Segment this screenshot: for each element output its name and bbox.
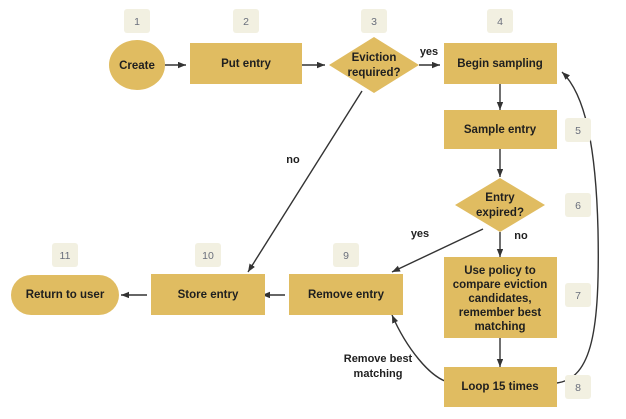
badge-1-label: 1: [134, 16, 140, 28]
node-begin-sampling-shape[interactable]: [444, 43, 557, 84]
node-begin-sampling[interactable]: Begin sampling: [444, 43, 557, 84]
node-put-entry[interactable]: Put entry: [190, 43, 302, 84]
badge-1-box: [124, 9, 150, 33]
node-use-policy-label-line2: compare eviction: [453, 279, 548, 291]
badge-7-label: 7: [575, 290, 581, 302]
node-put-entry-shape[interactable]: [190, 43, 302, 84]
edge-eviction-no-to-store: [247, 90, 363, 273]
badge-11-box: [52, 243, 78, 267]
edge-label-remove-best-matching-line1: Remove best: [344, 353, 413, 365]
edge-expired-yes-to-remove: [391, 228, 484, 273]
badge-5: 5: [565, 118, 591, 142]
edge-label-eviction-no: no: [286, 154, 300, 166]
badge-5-label: 5: [575, 125, 581, 137]
node-remove-entry-shape[interactable]: [289, 274, 403, 315]
node-use-policy-label-line1: Use policy to: [464, 265, 536, 277]
node-remove-entry[interactable]: Remove entry: [289, 274, 403, 315]
edge-loop-back-to-begin-sampling: [556, 71, 599, 384]
badge-3-label: 3: [371, 16, 377, 28]
node-loop-15-times-label: Loop 15 times: [461, 381, 538, 393]
edge-label-expired-yes: yes: [411, 228, 429, 240]
node-eviction-required-label-line2: required?: [347, 67, 400, 79]
badge-4: 4: [487, 9, 513, 33]
badge-5-box: [565, 118, 591, 142]
badge-11: 11: [52, 243, 78, 267]
node-eviction-required-shape[interactable]: [329, 37, 419, 93]
edge-label-expired-no: no: [514, 230, 528, 242]
badge-6-box: [565, 193, 591, 217]
node-remove-entry-label: Remove entry: [308, 289, 385, 301]
node-store-entry[interactable]: Store entry: [151, 274, 265, 315]
node-entry-expired-shape[interactable]: [455, 178, 545, 232]
node-store-entry-shape[interactable]: [151, 274, 265, 315]
badge-8-box: [565, 375, 591, 399]
node-create-shape[interactable]: [109, 40, 165, 90]
node-return-to-user-label: Return to user: [26, 289, 105, 301]
badge-9-label: 9: [343, 250, 349, 262]
badge-4-label: 4: [497, 16, 503, 28]
node-store-entry-label: Store entry: [178, 289, 239, 301]
node-create-label: Create: [119, 60, 155, 72]
node-use-policy[interactable]: Use policy to compare eviction candidate…: [444, 257, 557, 338]
badge-1: 1: [124, 9, 150, 33]
edge-label-eviction-yes: yes: [420, 46, 438, 58]
edges: [121, 61, 599, 384]
badge-4-box: [487, 9, 513, 33]
badge-2-box: [233, 9, 259, 33]
node-sample-entry[interactable]: Sample entry: [444, 110, 557, 149]
badge-2-label: 2: [243, 16, 249, 28]
node-return-to-user[interactable]: Return to user: [11, 275, 119, 315]
badge-10-label: 10: [202, 250, 214, 262]
badge-7: 7: [565, 283, 591, 307]
edge-label-remove-best-matching-line2: matching: [354, 368, 403, 380]
badge-8-label: 8: [575, 382, 581, 394]
node-use-policy-shape[interactable]: [444, 257, 557, 338]
node-sample-entry-shape[interactable]: [444, 110, 557, 149]
badge-10-box: [195, 243, 221, 267]
node-create[interactable]: Create: [109, 40, 165, 90]
node-loop-15-times[interactable]: Loop 15 times: [444, 367, 557, 407]
badge-11-label: 11: [60, 250, 71, 262]
badge-8: 8: [565, 375, 591, 399]
node-use-policy-label-line4: remember best: [459, 307, 542, 319]
badge-3: 3: [361, 9, 387, 33]
badge-2: 2: [233, 9, 259, 33]
badge-3-box: [361, 9, 387, 33]
badge-7-box: [565, 283, 591, 307]
badge-6: 6: [565, 193, 591, 217]
node-entry-expired[interactable]: Entry expired?: [455, 178, 545, 232]
node-loop-15-times-shape[interactable]: [444, 367, 557, 407]
badge-9-box: [333, 243, 359, 267]
badge-9: 9: [333, 243, 359, 267]
node-put-entry-label: Put entry: [221, 58, 271, 70]
node-entry-expired-label-line1: Entry: [485, 192, 515, 204]
badge-10: 10: [195, 243, 221, 267]
node-eviction-required[interactable]: Eviction required?: [329, 37, 419, 93]
node-eviction-required-label-line1: Eviction: [352, 52, 397, 64]
node-begin-sampling-label: Begin sampling: [457, 58, 543, 70]
node-use-policy-label-line5: matching: [474, 321, 525, 333]
node-sample-entry-label: Sample entry: [464, 124, 537, 136]
node-return-to-user-shape[interactable]: [11, 275, 119, 315]
node-use-policy-label-line3: candidates,: [468, 293, 531, 305]
node-entry-expired-label-line2: expired?: [476, 207, 524, 219]
edge-labels: yes no yes no Remove best matching: [286, 46, 528, 380]
badge-6-label: 6: [575, 200, 581, 212]
